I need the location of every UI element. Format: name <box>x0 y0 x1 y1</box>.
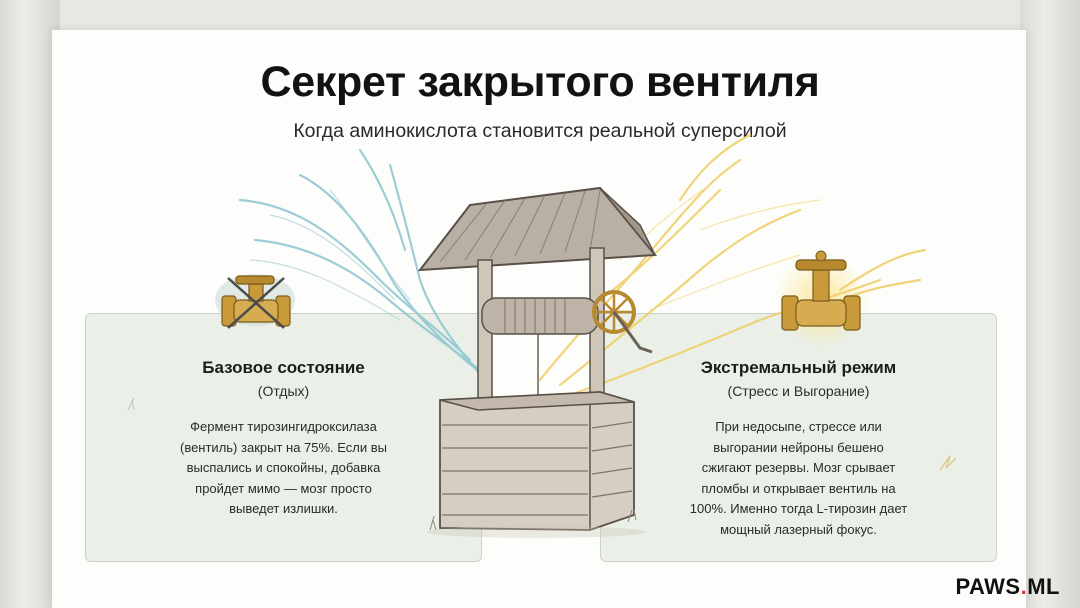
card-line: При недосыпе, стрессе или <box>715 419 882 434</box>
card-line: пломбы и открывает вентиль на <box>701 480 896 496</box>
card-line: мощный лазерный фокус. <box>720 521 877 537</box>
blue-stream-icon <box>238 148 492 382</box>
card-body: Фермент тирозингидроксилаза (вентиль) за… <box>126 417 441 520</box>
card-title: Базовое состояние <box>202 358 365 377</box>
blue-stream-thin <box>249 189 411 321</box>
card-extreme-mode: Экстремальный режим (Стресс и Выгорание)… <box>600 313 997 562</box>
card-line: сжигают резервы. Мозг срывает <box>701 460 896 475</box>
valve-open-icon <box>781 250 861 331</box>
grass-accent-left <box>127 397 135 411</box>
card-subtitle: (Стресс и Выгорание) <box>727 383 870 399</box>
page-title: Секрет закрытого вентиля <box>260 58 820 106</box>
grass-accent <box>939 455 957 471</box>
card-line: 100%. Именно тогда L-тирозин дает <box>689 501 908 516</box>
card-line: выспались и спокойны, добавка <box>186 460 381 475</box>
brand-logo: PAWS.ML <box>955 574 1060 599</box>
well-illustration <box>417 186 658 538</box>
background-left <box>0 0 60 608</box>
card-base-state: Базовое состояние (Отдых) Фермент тирози… <box>85 313 482 562</box>
card-line: выведет излишки. <box>229 501 338 516</box>
card-line: (вентиль) закрыт на 75%. Если вы <box>179 439 388 455</box>
card-body: При недосыпе, стрессе или выгорании нейр… <box>641 417 956 540</box>
card-line: выгорании нейроны бешено <box>713 439 884 455</box>
card-line: пройдет мимо — мозг просто <box>195 480 372 496</box>
valve-closed-icon <box>215 274 295 329</box>
page-subtitle: Когда аминокислота становится реальной с… <box>293 120 787 142</box>
card-subtitle: (Отдых) <box>257 383 310 399</box>
card-line: Фермент тирозингидроксилаза <box>190 419 377 434</box>
background-right <box>1020 0 1080 608</box>
card-title: Экстремальный режим <box>700 358 897 377</box>
